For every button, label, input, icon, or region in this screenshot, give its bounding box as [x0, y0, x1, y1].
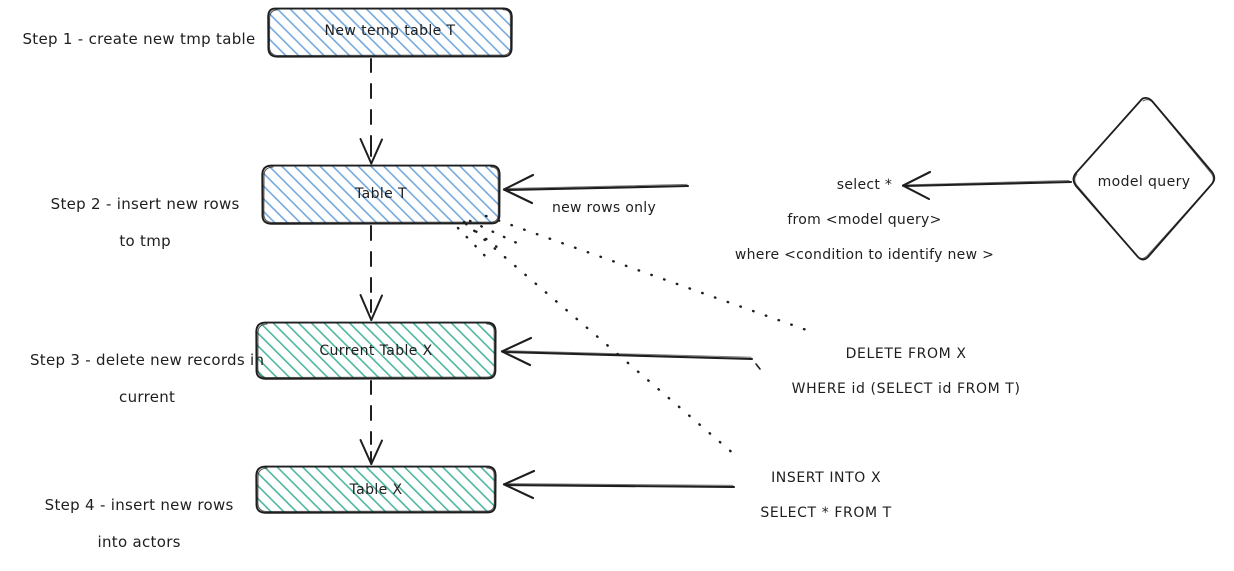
edge-delete-sql-to-current-table-x — [500, 336, 754, 367]
edge-insert-sql-to-table-x — [502, 469, 736, 500]
node-table-x[interactable] — [255, 465, 497, 514]
edge-table-t-to-delete-sql-dotted — [484, 214, 814, 334]
delete-arrow-tail-tick — [755, 363, 761, 370]
node-new-temp-table-t[interactable] — [267, 7, 513, 58]
edge-table-t-to-insert-sql-dotted — [462, 220, 737, 457]
node-model-query[interactable] — [1072, 96, 1216, 261]
diagram-canvas: New temp table T Table T Current Table X… — [22, 7, 1216, 551]
node-current-table-x[interactable] — [255, 321, 497, 380]
step-label-4-line2: into actors — [97, 533, 181, 552]
edge-model-query-to-sql — [901, 170, 1073, 201]
diagram-vector-layer — [255, 7, 1216, 514]
edge-table-t-to-current-table-x — [359, 225, 383, 321]
dotted-spray-table-t — [456, 219, 521, 262]
node-table-t[interactable] — [261, 164, 501, 225]
edge-sql-to-table-t — [502, 173, 690, 205]
edge-new-temp-to-table-t — [359, 58, 383, 165]
edge-current-table-x-to-table-x — [359, 380, 383, 465]
